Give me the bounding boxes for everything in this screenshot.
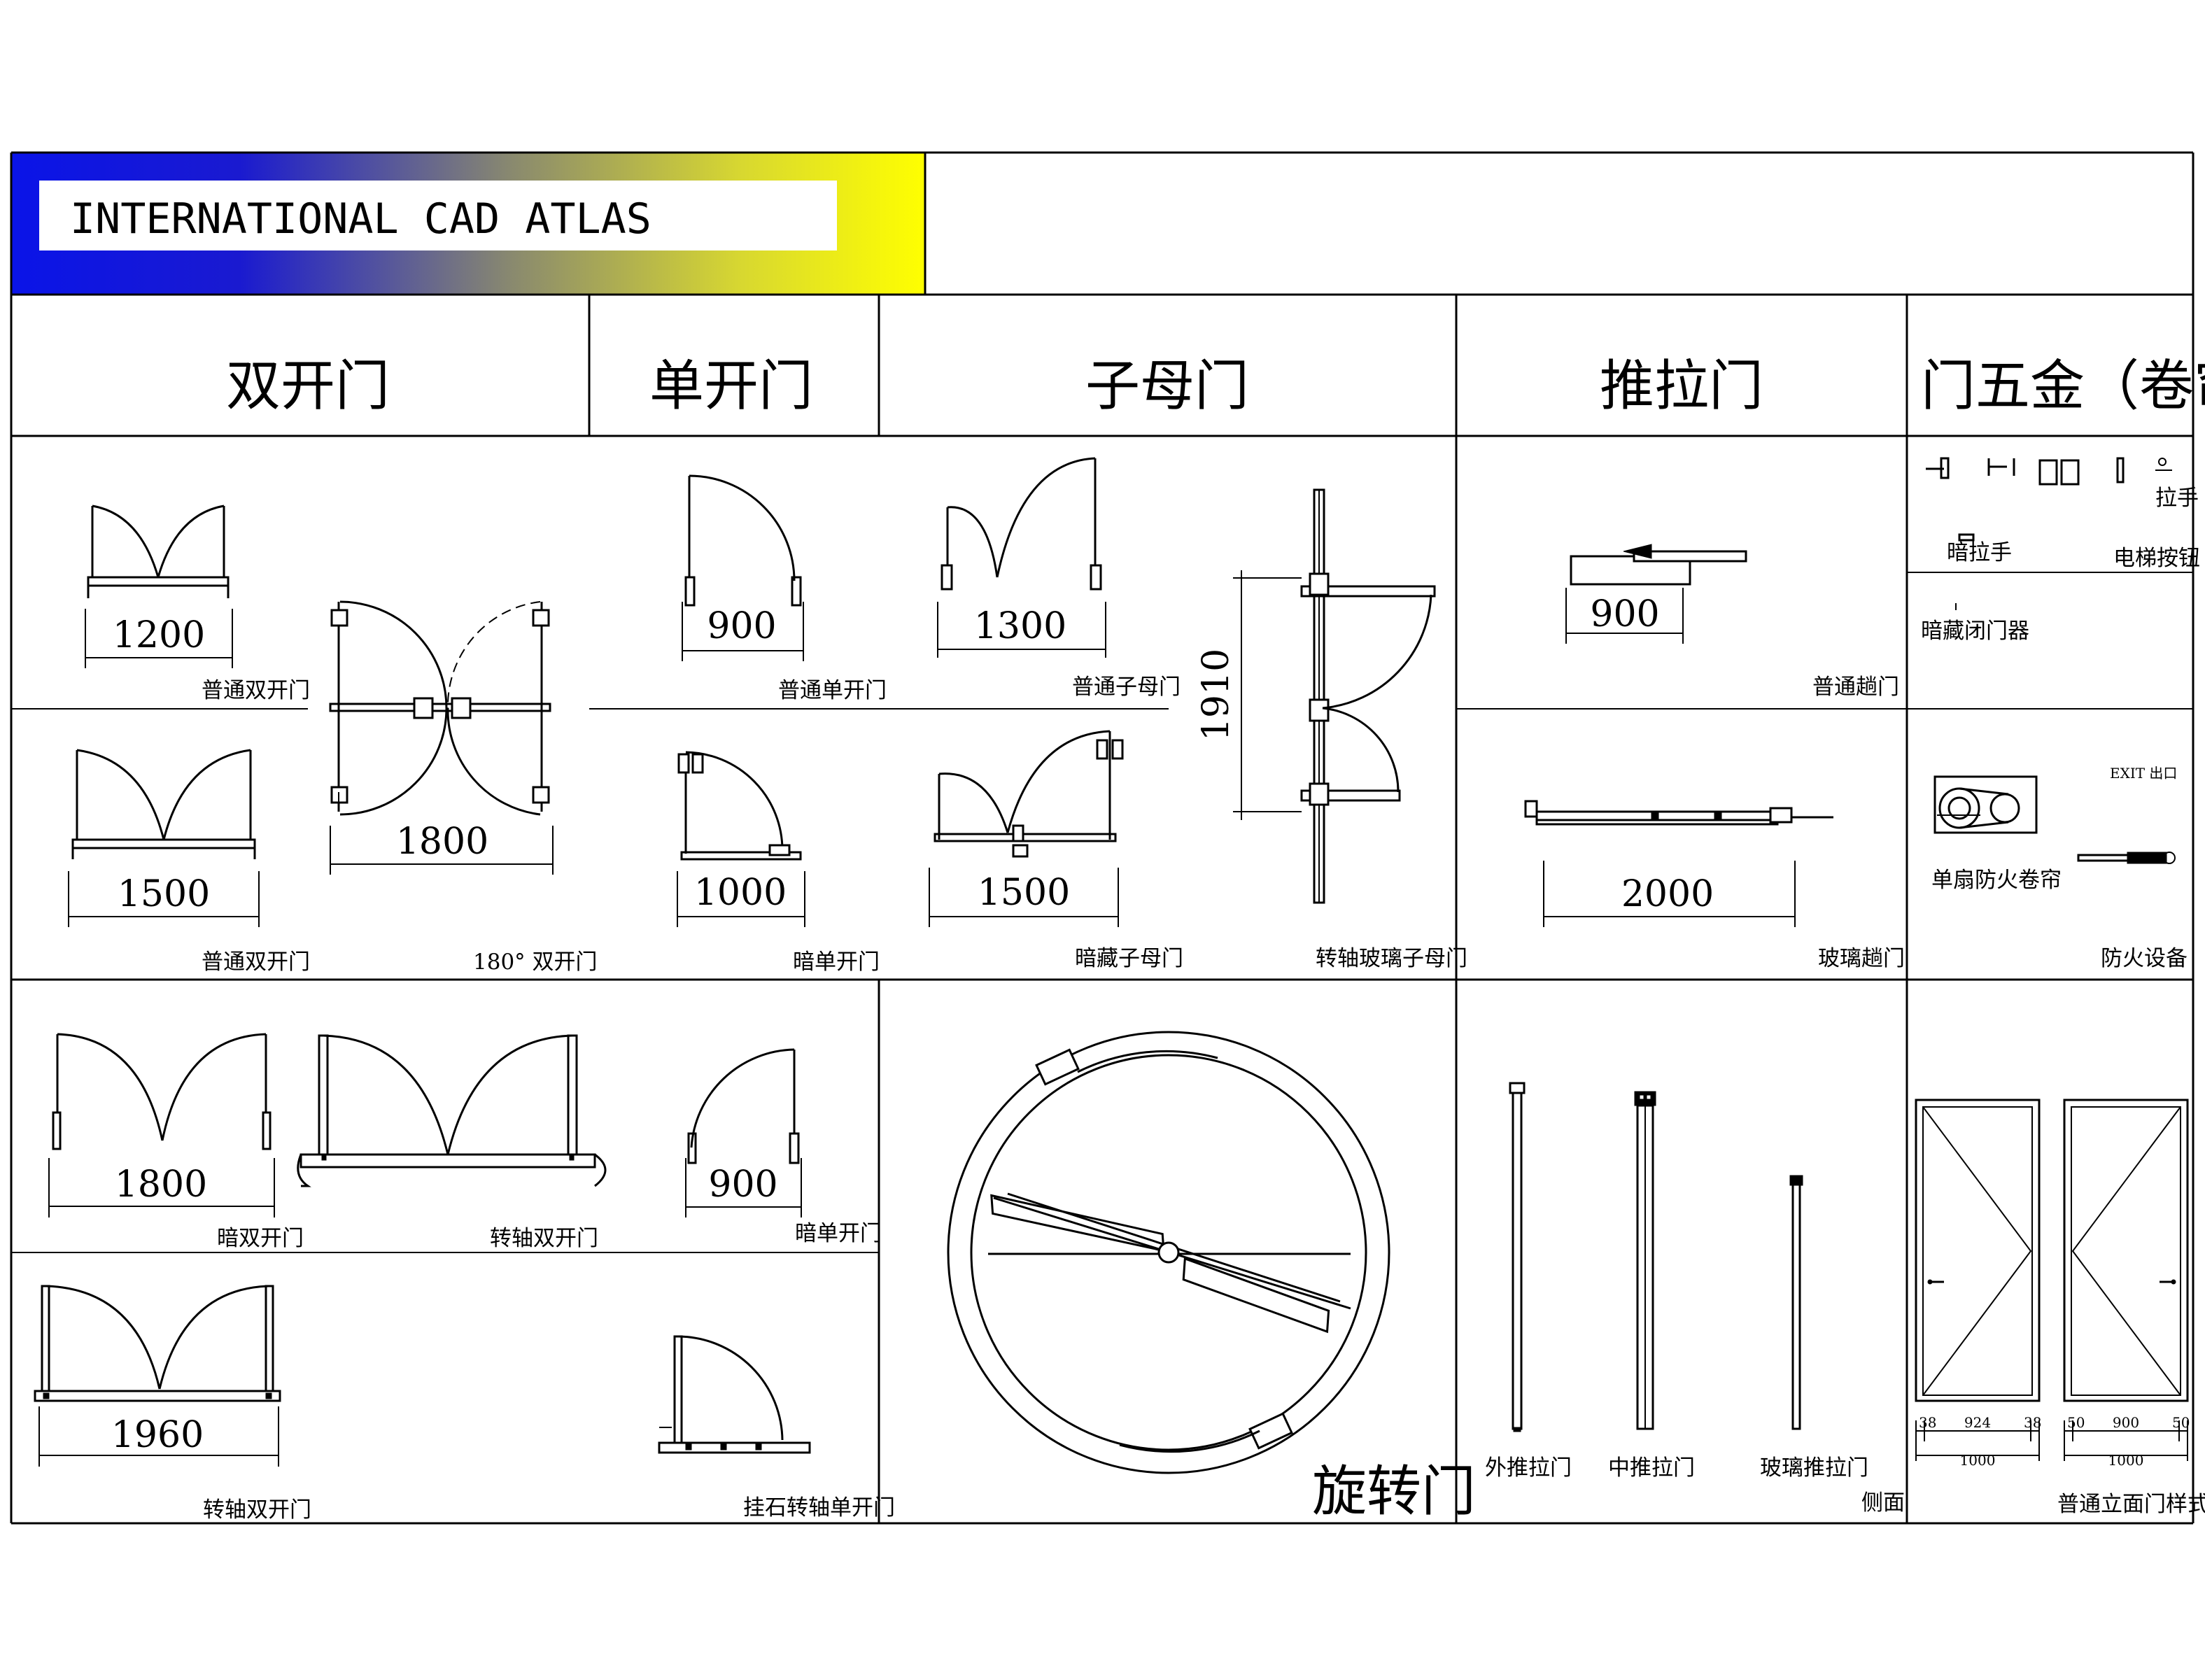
caption-sl2000: 玻璃趟门 bbox=[1818, 946, 1905, 971]
bar-handle-icon bbox=[2116, 457, 2125, 483]
caption-mid-sliding: 中推拉门 bbox=[1608, 1455, 1695, 1481]
caption-d1500: 普通双开门 bbox=[202, 950, 310, 975]
dim-1300: 1300 bbox=[974, 605, 1066, 647]
pull-handle-icon bbox=[1987, 458, 2015, 476]
pivot-double-door: 转轴双开门 bbox=[297, 1034, 607, 1251]
caption-revolving: 旋转门 bbox=[1312, 1460, 1476, 1523]
dim-1500-ms: 1500 bbox=[978, 872, 1070, 914]
external-sliding-section: 外推拉门 bbox=[1485, 1082, 1572, 1481]
single-door-900: 900 普通单开门 bbox=[682, 474, 887, 703]
double-door-180: 1800 180° 双开门 bbox=[329, 600, 598, 975]
label-fire-equipment: 防火设备 bbox=[2101, 946, 2188, 971]
label-handle: 拉手 bbox=[2155, 486, 2199, 511]
dim-1000: 1000 bbox=[694, 872, 787, 914]
dim-1800: 1800 bbox=[115, 1164, 207, 1206]
lever-handle-icon bbox=[1926, 457, 1950, 479]
sheet-grid bbox=[10, 151, 2195, 1525]
dim-900b: 900 bbox=[708, 1164, 777, 1206]
caption-m1300: 普通子母门 bbox=[1072, 675, 1181, 700]
header-door-hardware: 门五金（卷帘 bbox=[1921, 355, 2205, 418]
header-mother-son-door: 子母门 bbox=[1085, 355, 1249, 418]
sliding-sections: 外推拉门 中推拉门 玻璃推拉门 侧面 bbox=[1485, 1082, 1905, 1516]
single-door-1000: 1000 暗单开门 bbox=[677, 751, 880, 975]
dim-1200: 1200 bbox=[113, 614, 205, 656]
label-exit-sign: EXIT 出口 bbox=[2110, 765, 2177, 782]
fire-extinguisher-icon bbox=[2077, 852, 2176, 864]
elev-right-total: 1000 bbox=[2108, 1452, 2144, 1469]
hardware-fire: 单扇防火卷帘 EXIT 出口 防火设备 bbox=[1931, 765, 2188, 971]
elev-left-total: 1000 bbox=[1960, 1452, 1996, 1469]
hardware-handles: 拉手 暗拉手 电梯按钮 暗藏闭门器 bbox=[1921, 457, 2200, 644]
header-single-door: 单开门 bbox=[649, 355, 813, 418]
dim-1800-180: 1800 bbox=[396, 821, 488, 863]
caption-ext-sliding: 外推拉门 bbox=[1485, 1455, 1572, 1481]
caption-d1200: 普通双开门 bbox=[202, 678, 310, 703]
elev-left-c: 38 bbox=[2024, 1414, 2041, 1431]
double-door-1200: 1200 普通双开门 bbox=[85, 504, 310, 703]
mother-son-door-1500: 1500 暗藏子母门 bbox=[929, 730, 1183, 971]
double-door-1960: 1960 转轴双开门 bbox=[34, 1285, 311, 1523]
elev-right-b: 900 bbox=[2113, 1414, 2139, 1431]
elev-left-b: 924 bbox=[1964, 1414, 1991, 1431]
stone-pivot-door: 挂石转轴单开门 bbox=[658, 1335, 895, 1520]
door-elevations: 38 924 38 1000 50 900 50 1000 普通立面门样式 bbox=[1915, 1099, 2205, 1517]
hidden-handle-icon bbox=[1958, 533, 1975, 542]
elev-left-a: 38 bbox=[1919, 1414, 1936, 1431]
sliding-door-900: 900 普通趟门 bbox=[1565, 544, 1899, 700]
caption-side: 侧面 bbox=[1861, 1490, 1905, 1516]
label-elevator-button: 电梯按钮 bbox=[2113, 546, 2200, 571]
dim-1960: 1960 bbox=[111, 1414, 204, 1456]
caption-pivot-glass: 转轴玻璃子母门 bbox=[1316, 946, 1467, 971]
header-sliding-door: 推拉门 bbox=[1600, 355, 1763, 418]
single-door-900b: 900 暗单开门 bbox=[685, 1048, 882, 1246]
caption-d1960: 转轴双开门 bbox=[203, 1497, 311, 1523]
sliding-door-2000: 2000 玻璃趟门 bbox=[1524, 800, 1905, 971]
elevation-left: 38 924 38 1000 bbox=[1915, 1099, 2041, 1469]
double-door-1500: 1500 普通双开门 bbox=[68, 749, 310, 975]
knob-handle-icon bbox=[2155, 458, 2172, 471]
dim-1500: 1500 bbox=[118, 873, 210, 915]
caption-d180: 180° 双开门 bbox=[473, 950, 598, 975]
elevation-right: 50 900 50 1000 bbox=[2063, 1099, 2190, 1469]
dim-900: 900 bbox=[707, 605, 776, 647]
mother-son-door-1300: 1300 普通子母门 bbox=[937, 457, 1181, 700]
label-fire-shutter: 单扇防火卷帘 bbox=[1931, 868, 2062, 893]
caption-s900b: 暗单开门 bbox=[795, 1221, 882, 1246]
caption-elevation: 普通立面门样式 bbox=[2057, 1492, 2205, 1517]
caption-s900: 普通单开门 bbox=[778, 678, 887, 703]
glass-sliding-section: 玻璃推拉门 bbox=[1760, 1175, 1868, 1481]
category-headers: 双开门 单开门 子母门 推拉门 门五金（卷帘 bbox=[226, 355, 2205, 418]
caption-glass-sliding: 玻璃推拉门 bbox=[1760, 1455, 1868, 1481]
caption-pivot-double: 转轴双开门 bbox=[490, 1226, 598, 1251]
pivot-glass-door: 1910 转轴玻璃子母门 bbox=[1195, 488, 1467, 971]
elev-right-a: 50 bbox=[2067, 1414, 2085, 1431]
revolving-door: 旋转门 bbox=[947, 1031, 1476, 1523]
fire-shutter-icon bbox=[1933, 775, 2038, 834]
dim-2000: 2000 bbox=[1621, 873, 1714, 915]
dim-1910: 1910 bbox=[1195, 649, 1237, 741]
double-door-1800: 1800 暗双开门 bbox=[48, 1033, 304, 1251]
label-hidden-closer: 暗藏闭门器 bbox=[1921, 619, 2029, 644]
caption-d1800: 暗双开门 bbox=[217, 1226, 304, 1251]
header-double-door: 双开门 bbox=[226, 355, 390, 418]
elev-right-c: 50 bbox=[2172, 1414, 2190, 1431]
banner-title: INTERNATIONAL CAD ATLAS bbox=[70, 195, 651, 243]
dim-900-sliding: 900 bbox=[1590, 593, 1659, 635]
label-hidden-handle: 暗拉手 bbox=[1947, 540, 2012, 565]
title-banner: INTERNATIONAL CAD ATLAS bbox=[11, 153, 925, 295]
caption-m1500: 暗藏子母门 bbox=[1075, 946, 1183, 971]
caption-stone-pivot: 挂石转轴单开门 bbox=[743, 1495, 895, 1520]
caption-s1000: 暗单开门 bbox=[793, 950, 880, 975]
caption-sl900: 普通趟门 bbox=[1812, 675, 1899, 700]
double-plate-icon bbox=[2038, 459, 2080, 486]
middle-sliding-section: 中推拉门 bbox=[1608, 1091, 1695, 1481]
